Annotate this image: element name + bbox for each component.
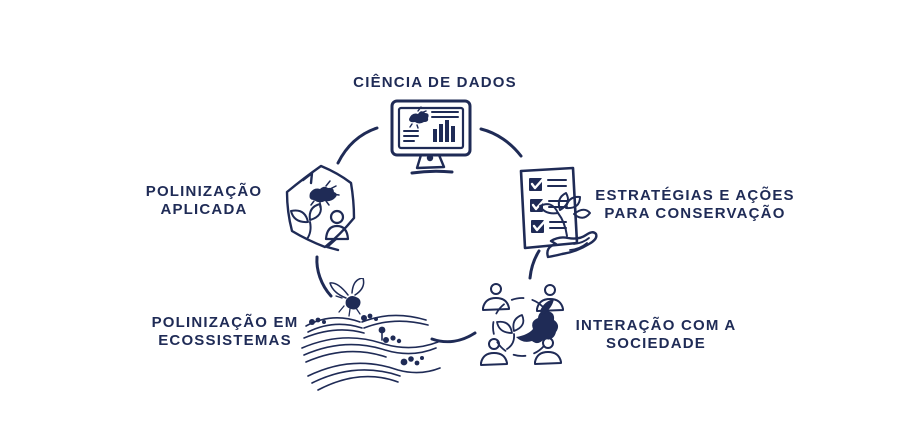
label-line: CIÊNCIA DE DADOS [353, 74, 517, 91]
label-polinizacao-ecossistemas: POLINIZAÇÃO EM ECOSSISTEMAS [140, 314, 310, 350]
label-polinizacao-aplicada: POLINIZAÇÃO APLICADA [129, 183, 279, 219]
label-line: INTERAÇÃO COM A [575, 317, 737, 334]
label-line: PARA CONSERVAÇÃO [604, 205, 786, 222]
label-line: ESTRATÉGIAS E AÇÕES [595, 187, 795, 204]
label-line: APLICADA [160, 201, 248, 218]
label-ciencia-de-dados: CIÊNCIA DE DADOS [335, 74, 535, 92]
monitor-analytics-icon [386, 98, 478, 178]
arc-top-to-right [479, 127, 523, 158]
landscape-bee-icon [298, 278, 442, 396]
checklist-hand-plant-icon [504, 164, 606, 264]
label-line: SOCIEDADE [606, 335, 706, 352]
label-estrategias: ESTRATÉGIAS E AÇÕES PARA CONSERVAÇÃO [590, 187, 800, 223]
label-line: POLINIZAÇÃO EM [151, 314, 299, 331]
label-line: POLINIZAÇÃO [145, 183, 263, 200]
label-line: ECOSSISTEMAS [158, 332, 292, 349]
arc-left-to-top [336, 126, 379, 165]
label-interacao-sociedade: INTERAÇÃO COM A SOCIEDADE [566, 317, 746, 353]
people-hummingbird-icon [474, 281, 570, 373]
hexagon-cycle-icon [274, 160, 364, 254]
